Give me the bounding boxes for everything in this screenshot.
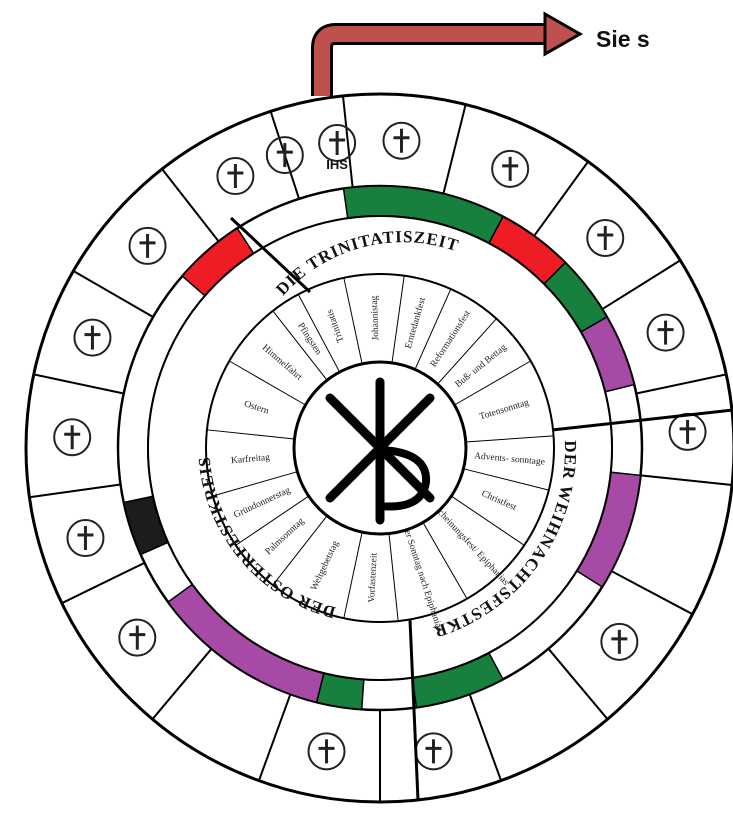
direction-arrow bbox=[322, 14, 580, 96]
ihs-monogram: IHS bbox=[326, 157, 348, 172]
feast-label: Johannistag bbox=[370, 295, 382, 340]
header-text: Sie s bbox=[596, 26, 650, 53]
